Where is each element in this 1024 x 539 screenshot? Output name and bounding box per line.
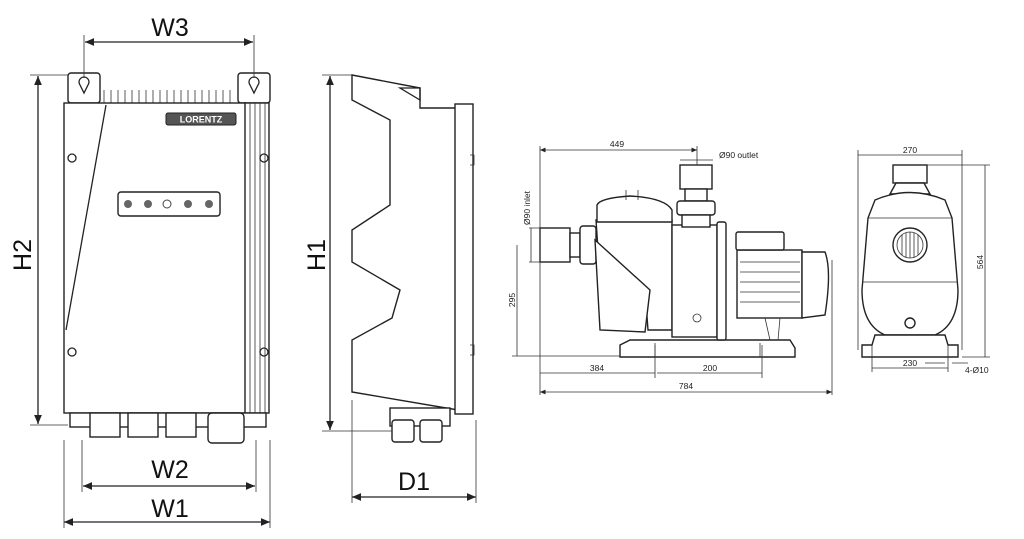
- keyhole-icon: [78, 76, 90, 95]
- outlet-pipe: [679, 164, 713, 190]
- flange: [716, 221, 727, 341]
- pump-front-view: 270 564 230 4-Ø10: [857, 145, 990, 375]
- motor: [736, 249, 803, 319]
- dim-w3: W3: [151, 14, 189, 42]
- dim-295: 295: [507, 293, 517, 307]
- brand-logo-text: LORENTZ: [180, 115, 223, 125]
- dim-h2: H2: [9, 239, 37, 271]
- pump-base-front: [861, 334, 959, 358]
- dim-d1: D1: [398, 468, 430, 496]
- controller-body: [63, 102, 247, 414]
- cable-glands: [69, 412, 267, 444]
- dim-384: 384: [590, 363, 604, 373]
- dim-w1: W1: [151, 495, 189, 523]
- heatsink-fins: [103, 90, 231, 104]
- inlet-union: [579, 225, 597, 265]
- terminal-box: [735, 231, 785, 251]
- dim-outlet: Ø90 outlet: [719, 150, 759, 160]
- dim-mounting-holes: 4-Ø10: [965, 365, 989, 375]
- cover-edge: [65, 104, 107, 331]
- inlet-pipe: [539, 227, 571, 263]
- controller-side-view: H1 D1: [303, 74, 477, 503]
- dim-w2: W2: [151, 456, 189, 484]
- dim-h1: H1: [303, 239, 331, 271]
- outlet-union: [676, 200, 716, 216]
- led-icon: [184, 200, 192, 208]
- screw-icon: [67, 347, 77, 357]
- dim-449: 449: [610, 139, 624, 149]
- dim-200: 200: [703, 363, 717, 373]
- power-icon: [124, 200, 132, 208]
- outlet-top: [892, 164, 928, 184]
- keyhole-icon: [248, 76, 260, 95]
- dim-784: 784: [679, 381, 693, 391]
- led-icon: [162, 199, 172, 209]
- pump-side-view: 449 Ø90 outlet Ø90 inlet 295 384 200 784: [507, 139, 833, 395]
- pump-housing: [671, 224, 718, 338]
- strainer-lid: [596, 195, 673, 223]
- dim-inlet: Ø90 inlet: [522, 190, 532, 225]
- motor-fan-cover: [801, 251, 830, 319]
- pump-base: [619, 339, 796, 358]
- controller-front-view: LORENTZ W3 H2 W2 W1: [9, 14, 271, 528]
- screw-icon: [259, 153, 269, 163]
- pump-body-front: [861, 191, 959, 336]
- led-icon: [205, 200, 213, 208]
- screw-icon: [259, 347, 269, 357]
- led-icon: [144, 200, 152, 208]
- led-panel: [117, 191, 221, 217]
- dim-564: 564: [975, 255, 985, 269]
- brand-logo: [165, 112, 237, 126]
- screw-icon: [67, 153, 77, 163]
- dim-270: 270: [903, 145, 917, 155]
- dim-230: 230: [903, 358, 917, 368]
